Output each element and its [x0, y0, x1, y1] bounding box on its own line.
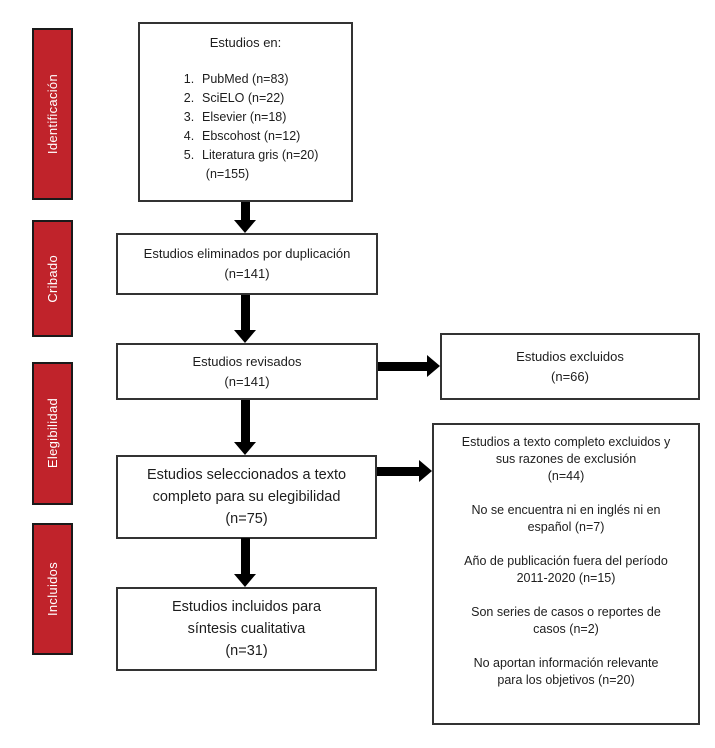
stage-bar-screening: Cribado: [32, 220, 73, 337]
included-box: Estudios incluidos para síntesis cualita…: [116, 587, 377, 671]
exclusion-reasons-box: Estudios a texto completo excluidos y su…: [432, 423, 700, 725]
arrow-reviewed-to-fulltext: [234, 400, 256, 455]
reviewed-text: Estudios revisados (n=141): [192, 353, 302, 389]
source-list-item: 3.Elsevier (n=18): [183, 110, 287, 124]
arrow-head: [419, 460, 432, 482]
excluded-box: Estudios excluidos (n=66): [440, 333, 700, 400]
stage-label-screening: Cribado: [45, 254, 60, 303]
duplicates-text: Estudios eliminados por duplicación (n=1…: [143, 246, 351, 281]
sources-box-content: Estudios en: 1.PubMed (n=83) 2.SciELO (n=…: [140, 24, 351, 200]
arrow-head: [234, 442, 256, 455]
arrow-fulltext-to-included: [234, 538, 256, 587]
exclusion-reasons-text: Estudios a texto completo excluidos y su…: [461, 435, 671, 687]
arrow-stem: [377, 466, 419, 476]
fulltext-text: Estudios seleccionados a texto completo …: [146, 467, 347, 527]
arrow-fulltext-to-exclusion-reasons: [377, 460, 432, 482]
arrow-stem: [240, 400, 250, 442]
arrow-head: [234, 220, 256, 233]
sources-total: (n=155): [205, 167, 250, 181]
source-list-item: 2.SciELO (n=22): [183, 91, 285, 105]
arrow-sources-to-duplicates: [234, 202, 256, 233]
arrow-head: [427, 355, 440, 377]
stage-label-identification: Identificación: [45, 73, 60, 155]
sources-title: Estudios en:: [209, 35, 282, 50]
arrow-head: [234, 330, 256, 343]
included-text: Estudios incluidos para síntesis cualita…: [171, 599, 322, 659]
source-list-item: 1.PubMed (n=83): [183, 72, 289, 86]
fulltext-box: Estudios seleccionados a texto completo …: [116, 455, 377, 539]
stage-label-included: Incluidos: [45, 561, 60, 616]
reviewed-box: Estudios revisados (n=141): [116, 343, 378, 400]
excluded-text: Estudios excluidos (n=66): [516, 348, 624, 384]
stage-bar-identification: Identificación: [32, 28, 73, 200]
arrow-stem: [240, 538, 250, 574]
stage-label-eligibility: Elegibilidad: [45, 398, 60, 469]
arrow-stem: [240, 202, 250, 220]
source-list-item: 5.Literatura gris (n=20): [183, 148, 319, 162]
sources-list: 1.PubMed (n=83) 2.SciELO (n=22) 3.Elsevier…: [154, 70, 337, 165]
arrow-duplicates-to-reviewed: [234, 295, 256, 343]
stage-bar-included: Incluidos: [32, 523, 73, 655]
duplicates-box: Estudios eliminados por duplicación (n=1…: [116, 233, 378, 295]
arrow-reviewed-to-excluded: [378, 355, 440, 377]
source-list-item: 4.Ebscohost (n=12): [183, 129, 301, 143]
arrow-stem: [240, 295, 250, 330]
arrow-head: [234, 574, 256, 587]
stage-bar-eligibility: Elegibilidad: [32, 362, 73, 505]
arrow-stem: [378, 361, 427, 371]
sources-box: Estudios en: 1.PubMed (n=83) 2.SciELO (n=…: [138, 22, 353, 202]
